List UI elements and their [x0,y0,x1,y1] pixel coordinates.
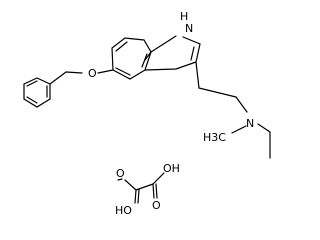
amine-nitrogen: N [246,117,254,130]
ether-o-label: O [88,67,97,80]
amine-n-label: N [246,117,254,130]
indole-pyrrole-ring [144,35,201,71]
amine-substituents: H3C [203,123,271,159]
oxalic-o-right-bottom-label: O [152,199,161,212]
methyl-label: H3C [203,131,226,144]
ethylamine-chain [195,61,248,113]
benzyl-ch2-linker [49,69,114,85]
indole-n-label: N [185,22,193,35]
oxalic-acid: O OH HO O [115,162,180,217]
oxalic-oh-right-label: OH [163,162,180,175]
benzyl-benzene-ring [23,77,51,108]
indole-h-label: H [180,10,188,23]
chemical-structure: O H N N H3C [23,10,271,217]
oxalic-ho-left-label: HO [115,204,132,217]
oxalic-o-left-top-label: O [116,167,125,180]
indole-benzene-ring [111,37,152,80]
indole-nh: H N [180,10,193,35]
ether-oxygen: O [88,67,97,80]
